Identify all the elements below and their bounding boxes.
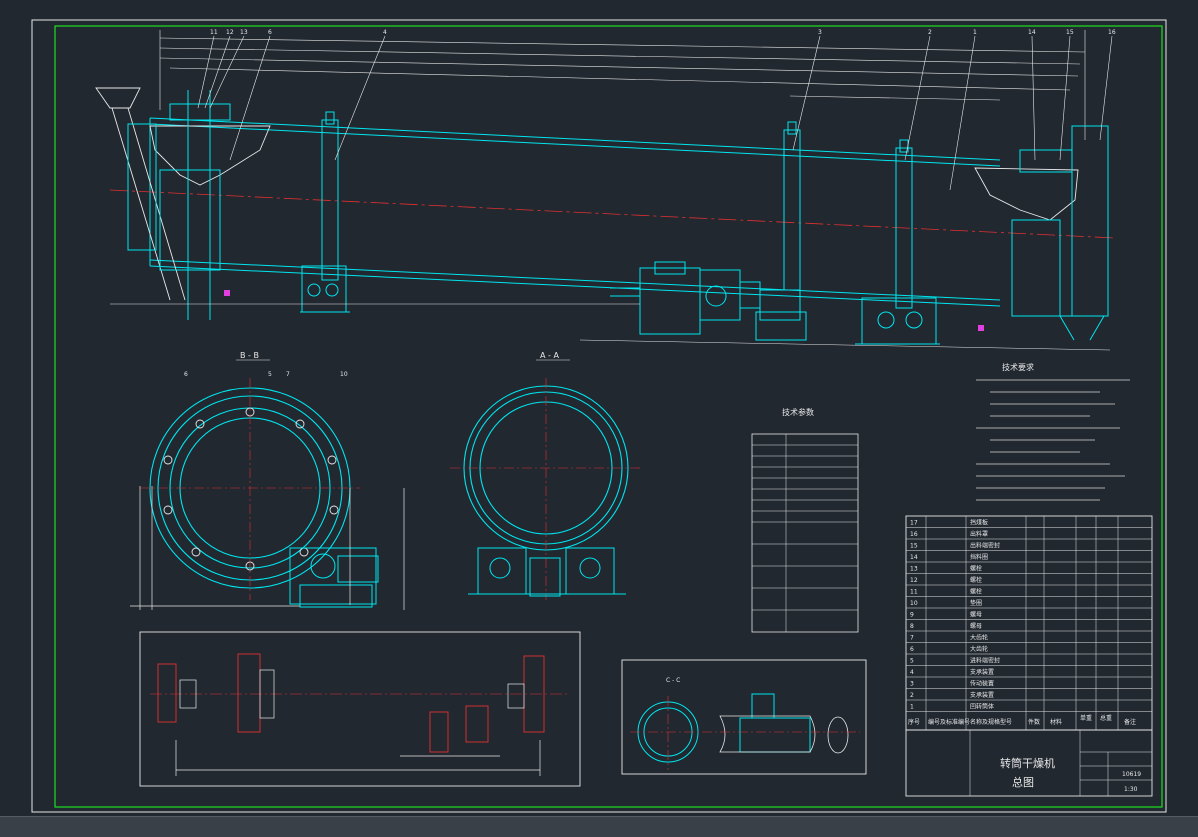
main-elevation-view — [95, 30, 1116, 351]
callout-15: 15 — [1066, 29, 1074, 36]
bom-row-name: 挡煤板 — [970, 519, 988, 527]
bom-row-name: 出料罩 — [970, 530, 988, 538]
bom-row-name: 螺栓 — [970, 588, 982, 596]
bom-row-name: 大齿轮 — [970, 634, 988, 642]
section-a-view: A - A — [450, 351, 640, 600]
bom-header-remark: 备注 — [1124, 718, 1136, 726]
callout-3: 3 — [818, 29, 822, 36]
bom-row-name: 挡料圈 — [970, 553, 988, 561]
status-strip — [0, 816, 1198, 837]
title-block-sub: 总图 — [1012, 775, 1034, 789]
bom-row-name: 回转筒体 — [970, 703, 994, 711]
bom-header-qty: 件数 — [1028, 718, 1040, 726]
bom-row-no: 1 — [910, 704, 914, 711]
callout-labels: 11 12 13 6 4 3 2 1 14 15 16 — [210, 29, 1116, 36]
bom-row-no: 17 — [910, 520, 918, 527]
bom-row-no: 13 — [910, 566, 918, 573]
bom-row-no: 16 — [910, 531, 918, 538]
bom-row-name: 大齿轮 — [970, 645, 988, 653]
bom-row-no: 4 — [910, 669, 914, 676]
bom-header-material: 材料 — [1050, 718, 1062, 726]
section-b-label: B - B — [240, 351, 259, 360]
notes-title: 技术要求 — [1002, 362, 1034, 372]
bom-row-name: 传动装置 — [970, 680, 994, 688]
tech-params-table: 技术参数 — [751, 407, 859, 633]
title-block-code: 10619 — [1122, 771, 1141, 778]
bom-row-name: 垫圈 — [970, 599, 982, 607]
title-block: 转筒干燥机 总图 10619 1:30 — [905, 729, 1153, 797]
callout-16: 16 — [1108, 29, 1116, 36]
bom-row-name: 螺母 — [970, 611, 982, 619]
bom-row-no: 6 — [910, 646, 914, 653]
section-c-label: C - C — [666, 677, 680, 684]
callout-14: 14 — [1028, 29, 1036, 36]
bom-row-name: 螺栓 — [970, 565, 982, 573]
callout-6: 6 — [268, 29, 272, 36]
bom-header-no: 序号 — [908, 718, 920, 726]
bom-row-no: 7 — [910, 635, 914, 642]
bom-header-name: 名称及规格型号 — [970, 718, 1012, 726]
bom-row-no: 9 — [910, 612, 914, 619]
bom-row-no: 12 — [910, 577, 918, 584]
bom-row-name: 支承装置 — [970, 691, 994, 699]
bom-row-no: 2 — [910, 692, 914, 699]
drawing-outer-frame — [31, 19, 1167, 813]
bom-row-name: 出料端密封 — [970, 542, 1000, 550]
bom-row-name: 支承装置 — [970, 668, 994, 676]
title-block-name: 转筒干燥机 — [1000, 756, 1055, 770]
technical-notes: 技术要求 — [976, 362, 1130, 501]
callout-6-b: 6 — [184, 371, 188, 378]
callout-7-b: 10 — [340, 371, 348, 378]
callout-11: 11 — [210, 29, 218, 36]
section-c-detail: C - C — [621, 659, 867, 775]
tech-params-title: 技术参数 — [782, 407, 814, 417]
bom-row-no: 14 — [910, 554, 918, 561]
callout-4: 4 — [383, 29, 387, 36]
callout-2: 2 — [928, 29, 932, 36]
bom-header-code: 编号及标准编号 — [928, 718, 970, 726]
alignment-detail-view — [139, 631, 581, 787]
bom-header-total-weight: 总重 — [1100, 714, 1112, 722]
bom-row-no: 8 — [910, 623, 914, 630]
callout-13: 13 — [240, 29, 248, 36]
bom-header-row: 序号 编号及标准编号 名称及规格型号 件数 材料 单重 总重 备注 — [908, 714, 1136, 726]
callout-1: 1 — [973, 29, 977, 36]
title-block-scale: 1:30 — [1124, 786, 1138, 793]
bom-row-name: 螺栓 — [970, 576, 982, 584]
section-b-view: B - B — [130, 351, 405, 610]
bom-row-name: 进料端密封 — [970, 657, 1000, 665]
section-a-label: A - A — [540, 351, 559, 360]
bom-row-name: 螺母 — [970, 622, 982, 630]
callout-10-b: 7 — [286, 371, 290, 378]
callout-5-b: 5 — [268, 371, 272, 378]
bom-row-no: 3 — [910, 681, 914, 688]
bom-header-unit-weight: 单重 — [1080, 714, 1092, 722]
bom-row-no: 11 — [910, 589, 918, 596]
callout-12: 12 — [226, 29, 234, 36]
bom-row-no: 15 — [910, 543, 918, 550]
drawing-inner-frame — [54, 25, 1163, 808]
bom-row-no: 5 — [910, 658, 914, 665]
bom-row-no: 10 — [910, 600, 918, 607]
